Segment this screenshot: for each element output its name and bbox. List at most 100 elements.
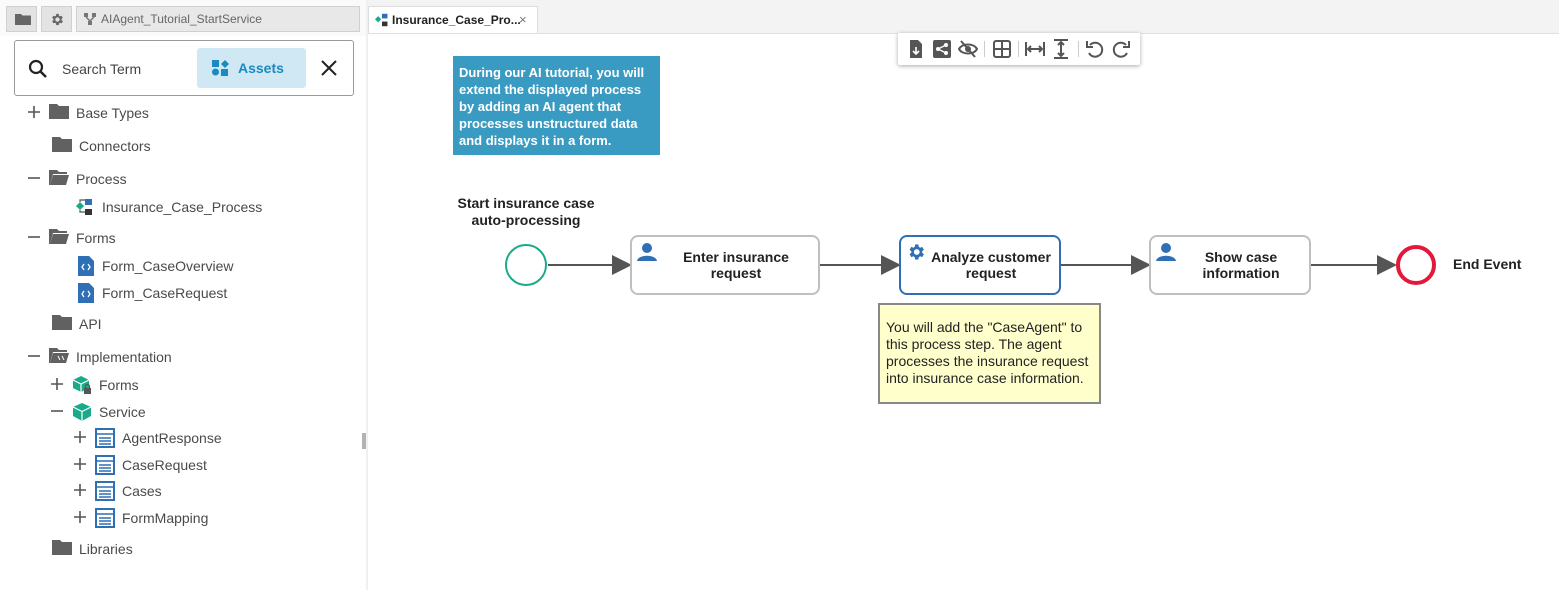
search-input[interactable]: Search Term — [62, 61, 142, 77]
label-line: information — [1202, 265, 1280, 281]
tree-item-forms[interactable]: Forms — [26, 228, 326, 250]
tab-process-start-service[interactable]: AIAgent_Tutorial_StartService — [76, 6, 360, 32]
left-panel: AIAgent_Tutorial_StartService Search Ter… — [0, 0, 366, 590]
expand-icon[interactable] — [72, 482, 88, 498]
label-line: request — [710, 265, 762, 281]
tree-item-label: API — [79, 316, 102, 332]
tree-item-label: Form_CaseOverview — [102, 258, 234, 274]
task-label: Show case information — [1181, 249, 1301, 281]
search-bar: Search Term Assets — [14, 40, 354, 96]
expand-icon[interactable] — [72, 456, 88, 472]
collapse-icon[interactable] — [26, 170, 42, 186]
tree-item-label: Process — [76, 171, 127, 187]
expand-icon[interactable] — [72, 509, 88, 525]
tab-explorer[interactable] — [6, 6, 37, 32]
tree-item-impl-service[interactable]: Service — [26, 402, 326, 424]
search-icon[interactable] — [28, 59, 48, 84]
tree-item-label: FormMapping — [122, 510, 209, 526]
process-model-icon — [76, 198, 94, 219]
tree-item-libraries[interactable]: Libraries — [26, 539, 326, 561]
panel-divider — [366, 0, 368, 590]
folder-icon — [52, 314, 72, 333]
tree-item-implementation[interactable]: Implementation — [26, 347, 326, 369]
end-event-label: End Event — [1453, 256, 1522, 272]
expand-icon[interactable] — [72, 429, 88, 445]
redo-icon[interactable] — [1111, 39, 1131, 59]
collapse-icon[interactable] — [26, 348, 42, 364]
process-canvas[interactable]: During our AI tutorial, you will extend … — [368, 34, 1559, 590]
end-event — [1396, 245, 1436, 285]
grid-icon[interactable] — [992, 39, 1012, 59]
left-tab-bar: AIAgent_Tutorial_StartService — [0, 0, 366, 36]
close-tab-icon[interactable]: × — [519, 12, 527, 27]
label-line: Enter insurance — [683, 249, 789, 265]
tree-item-impl-forms[interactable]: Forms — [26, 375, 326, 397]
tree-item-label: Base Types — [76, 105, 149, 121]
task-label: Analyze customer request — [931, 249, 1051, 281]
module-icon — [72, 402, 92, 425]
tab-insurance-case-process[interactable]: Insurance_Case_Pro... × — [368, 6, 538, 33]
table-icon — [95, 508, 115, 531]
close-icon[interactable] — [320, 59, 338, 82]
tree-item-base-types[interactable]: Base Types — [26, 103, 326, 125]
tree-item-form-case-request[interactable]: Form_CaseRequest — [26, 283, 326, 305]
tutorial-note[interactable]: During our AI tutorial, you will extend … — [453, 56, 660, 155]
process-model-icon — [375, 13, 389, 32]
fit-height-icon[interactable] — [1051, 39, 1071, 59]
tab-settings[interactable] — [41, 6, 72, 32]
tree-item-label: AgentResponse — [122, 430, 222, 446]
undo-icon[interactable] — [1085, 39, 1105, 59]
folder-icon — [49, 103, 69, 122]
label-line: auto-processing — [471, 212, 581, 228]
tree-item-label: Forms — [99, 377, 139, 393]
collapse-icon[interactable] — [49, 403, 65, 419]
table-icon — [95, 481, 115, 504]
label-line: Analyze customer — [931, 249, 1051, 265]
assets-label: Assets — [238, 60, 284, 76]
task-show-case-information[interactable]: Show case information — [1149, 235, 1311, 295]
process-icon — [83, 12, 97, 31]
tree-item-form-mapping[interactable]: FormMapping — [26, 508, 326, 530]
table-icon — [95, 428, 115, 451]
tab-label: AIAgent_Tutorial_StartService — [101, 12, 262, 26]
tree-item-label: Libraries — [79, 541, 133, 557]
tree-item-label: Forms — [76, 230, 116, 246]
label-line: Start insurance case — [457, 195, 595, 211]
tree-item-label: Connectors — [79, 138, 151, 154]
tree-item-connectors[interactable]: Connectors — [26, 136, 326, 158]
open-folder-icon — [49, 169, 69, 188]
tree-item-label: Cases — [122, 483, 162, 499]
panel-resize-handle[interactable] — [362, 433, 366, 449]
expand-icon[interactable] — [49, 376, 65, 392]
tree-item-label: Form_CaseRequest — [102, 285, 228, 301]
label-line: request — [965, 265, 1017, 281]
form-file-icon — [78, 256, 94, 279]
tree-item-case-request[interactable]: CaseRequest — [26, 455, 326, 477]
hide-icon[interactable] — [957, 39, 979, 59]
export-icon[interactable] — [906, 39, 926, 59]
tree-item-form-case-overview[interactable]: Form_CaseOverview — [26, 256, 326, 278]
task-analyze-customer-request[interactable]: Analyze customer request — [899, 235, 1061, 295]
tree-item-process[interactable]: Process — [26, 169, 326, 191]
annotation-note[interactable]: You will add the "CaseAgent" to this pro… — [878, 303, 1101, 404]
tree-item-api[interactable]: API — [26, 314, 326, 336]
assets-icon — [212, 60, 230, 81]
collapse-icon[interactable] — [26, 229, 42, 245]
tree-item-agent-response[interactable]: AgentResponse — [26, 428, 326, 450]
editor-tab-bar: Insurance_Case_Pro... × — [368, 0, 1559, 34]
tree-item-insurance-case-process[interactable]: Insurance_Case_Process — [26, 197, 326, 219]
gear-icon — [50, 12, 65, 32]
fit-width-icon[interactable] — [1025, 39, 1045, 59]
task-label: Enter insurance request — [662, 249, 810, 281]
share-icon[interactable] — [932, 39, 952, 59]
folder-icon — [52, 539, 72, 558]
task-enter-insurance-request[interactable]: Enter insurance request — [630, 235, 820, 295]
expand-icon[interactable] — [26, 104, 42, 120]
assets-button[interactable]: Assets — [197, 48, 306, 88]
diagram-toolbar — [898, 33, 1140, 65]
tree-item-label: CaseRequest — [122, 457, 207, 473]
toolbar-separator — [984, 41, 985, 57]
open-folder-icon — [49, 228, 69, 247]
locked-module-icon — [72, 375, 92, 398]
tree-item-cases[interactable]: Cases — [26, 481, 326, 503]
